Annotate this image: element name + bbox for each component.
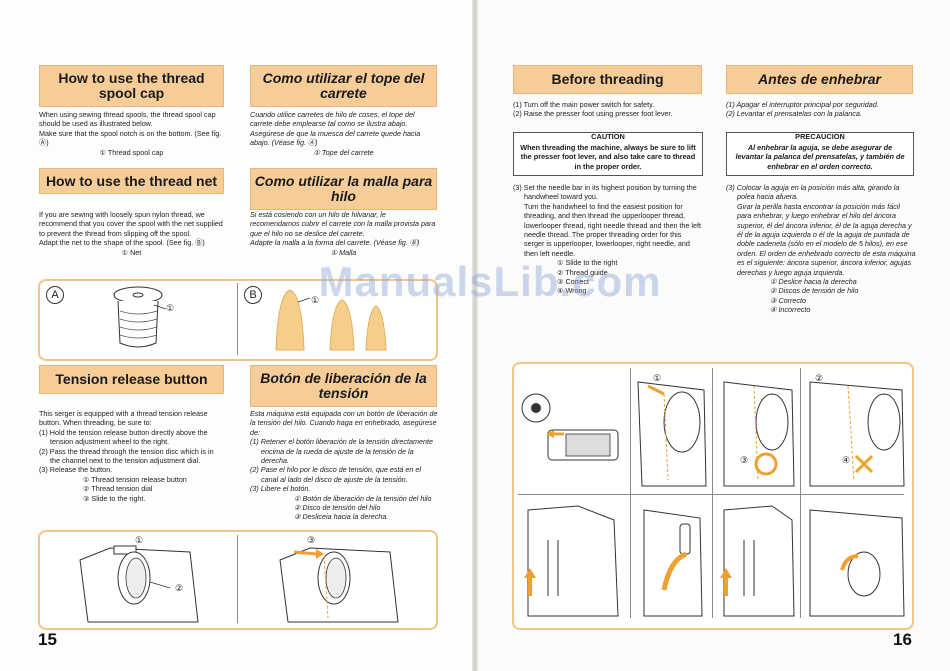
thread-net-para-es-1: Si está cosiendo con un hilo de hilvanar…	[250, 210, 436, 238]
thread-net-para-2: Adapt the net to the shape of the spool.…	[39, 238, 205, 248]
threading-marker-1: ①	[653, 373, 662, 383]
figure-a-label: A	[46, 286, 64, 304]
tension-marker-1: ①	[135, 535, 144, 545]
before-threading-steps-es: (1) Apagar el interruptor principal por …	[726, 100, 916, 119]
tension-intro-es: Esta máquina está equipada con un botón …	[250, 409, 438, 437]
page-number-left: 15	[38, 630, 57, 649]
spool-cap-para-es-1: Cuando utilice carretes de hilo de coses…	[250, 110, 415, 129]
thread-net-caption: ① Net	[121, 247, 142, 257]
heading-tension-en: Tension release button	[39, 365, 224, 394]
threading-caption-es-2: ② Discos de tensión de hilo	[770, 286, 859, 296]
watermark: ManualsLib.com	[318, 258, 662, 305]
figure-tension-divider	[237, 535, 238, 623]
figure-ab-divider	[237, 283, 238, 355]
tension-caption-es-2: ② Disco de tensión del hilo	[294, 503, 381, 513]
before-threading-steps-en: (1) Turn off the main power switch for s…	[513, 100, 703, 119]
tension-dial-illustration-left	[79, 545, 199, 623]
spool-cap-caption: ① Thread spool cap	[99, 147, 164, 157]
threading-marker-4: ④	[842, 455, 851, 465]
thread-net-para-1: If you are sewing with loosely spun nylo…	[39, 210, 223, 238]
caution-title: CAUTION	[591, 132, 625, 141]
caution-body: When threading the machine, always be su…	[520, 143, 696, 171]
before-step-es-1: (1) Apagar el interruptor principal por …	[726, 100, 879, 109]
tension-marker-2: ②	[175, 583, 184, 593]
heading-spool-cap-es: Como utilizar el tope del carrete	[250, 65, 437, 107]
threading-marker-2: ②	[815, 373, 824, 383]
step3-en-detail: Turn the handwheel to find the easiest p…	[524, 201, 702, 258]
spool-cap-caption-es: ① Tope del carrete	[313, 147, 374, 157]
spool-cap-illustration	[113, 286, 167, 348]
threading-marker-3: ③	[740, 455, 749, 465]
tension-step-es-2: (2) Pase el hilo por le disco de tensión…	[250, 465, 422, 484]
power-switch-illustration	[521, 393, 619, 461]
threading-caption-es-4: ④ Incorrecto	[770, 305, 811, 315]
gutter	[472, 0, 478, 671]
step3-es: (3) Colocar la aguja en la posición más …	[726, 183, 900, 202]
tension-text-es: Esta máquina está equipada con un botón …	[250, 409, 438, 522]
presser-lever-illustration-1	[643, 509, 703, 617]
threading-step3-es: (3) Colocar la aguja en la posición más …	[726, 183, 916, 315]
threading-step3-en: (3) Set the needle bar in its highest po…	[513, 183, 703, 296]
tension-intro: This serger is equipped with a thread te…	[39, 409, 208, 428]
caution-box-en: CAUTION When threading the machine, alwa…	[513, 132, 703, 176]
step3-es-detail: Girar la perilla hasta encontrar la posi…	[737, 201, 916, 277]
thread-net-caption-es: ① Malla	[330, 247, 357, 257]
presser-foot-illustration-1	[524, 505, 619, 617]
handwheel-illustration	[637, 381, 707, 487]
thread-net-illustration	[275, 289, 387, 351]
tension-caption-es-3: ③ Desliceia hacia la derecha.	[294, 512, 389, 522]
threading-caption-4: ④ Wrong	[557, 286, 587, 296]
caution-body-es: Al enhebrar la aguja, se debe asegurar d…	[735, 143, 905, 171]
thread-net-text-es: Si está cosiendo con un hilo de hilvanar…	[250, 210, 437, 257]
threading-divider-2	[712, 368, 713, 618]
thread-guide-wrong-illustration	[809, 381, 905, 487]
heading-tension-es: Botón de liberación de la tensión	[250, 365, 437, 407]
spool-cap-marker: ①	[166, 303, 175, 313]
tension-step-es-3: (3) Libere el botón.	[250, 484, 311, 494]
before-step-es-2: (2) Levantar el prensatelas con la palan…	[726, 109, 862, 119]
threading-caption-2: ② Thread guide	[557, 267, 608, 277]
tension-caption-1: ① Thread tension release button	[83, 474, 187, 484]
tension-caption-es-1: ① Botón de liberación de la tensión del …	[294, 493, 432, 503]
threading-caption-3: ③ Correct	[557, 277, 590, 287]
tension-marker-3: ③	[307, 535, 316, 545]
tension-caption-3: ③ Slide to the right.	[83, 493, 146, 503]
tension-step-1: (1) Hold the tension release button dire…	[39, 427, 208, 447]
threading-divider-1	[630, 368, 631, 618]
presser-foot-illustration-2	[720, 505, 795, 617]
heading-before-threading-es: Antes de enhebrar	[726, 65, 913, 94]
spool-cap-para-2: Make sure that the spool notch is on the…	[39, 128, 222, 148]
presser-lever-illustration-2	[809, 509, 905, 617]
caution-box-es: PRECAUCION Al enhebrar la aguja, se debe…	[726, 132, 914, 176]
tension-step-es-1: (1) Retener el botón liberación de la te…	[250, 437, 433, 466]
step3-en: (3) Set the needle bar in its highest po…	[513, 183, 697, 202]
tension-step-2: (2) Pass the thread through the tension …	[39, 446, 214, 466]
spool-cap-text-en: When using sewing thread spools, the thr…	[39, 110, 224, 157]
spool-cap-text-es: Cuando utilice carretes de hilo de coses…	[250, 110, 437, 157]
threading-caption-es-1: ① Deslice hacia la derecha	[770, 277, 857, 287]
caution-title-es: PRECAUCION	[795, 132, 845, 141]
thread-net-text-en: If you are sewing with loosely spun nylo…	[39, 210, 224, 257]
thread-guide-correct-illustration	[723, 381, 795, 487]
threading-caption-1: ① Slide to the right	[557, 258, 618, 268]
tension-dial-illustration-right	[279, 547, 399, 623]
heading-before-threading-en: Before threading	[513, 65, 702, 94]
spool-cap-para-es-2: Asegúrese de que la muesca del carrete q…	[250, 128, 421, 148]
thread-net-marker: ①	[311, 295, 320, 305]
before-step-1: (1) Turn off the main power switch for s…	[513, 100, 655, 109]
heading-spool-cap-en: How to use the thread spool cap	[39, 65, 224, 107]
tension-text-en: This serger is equipped with a thread te…	[39, 409, 225, 503]
threading-divider-3	[800, 368, 801, 618]
threading-hdivider	[518, 494, 904, 495]
before-step-2: (2) Raise the presser foot using presser…	[513, 109, 673, 119]
heading-thread-net-en: How to use the thread net	[39, 168, 224, 194]
threading-caption-es-3: ③ Correcto	[770, 295, 807, 305]
thread-net-para-es-2: Adapte la malla a la forma del carrete. …	[250, 238, 420, 248]
spool-cap-para-1: When using sewing thread spools, the thr…	[39, 110, 216, 129]
tension-caption-2: ② Thread tension dial	[83, 484, 153, 494]
page-number-right: 16	[893, 630, 912, 649]
figure-b-label: B	[244, 286, 262, 304]
tension-step-3: (3) Release the button.	[39, 465, 113, 475]
heading-thread-net-es: Como utilizar la malla para hilo	[250, 168, 437, 210]
